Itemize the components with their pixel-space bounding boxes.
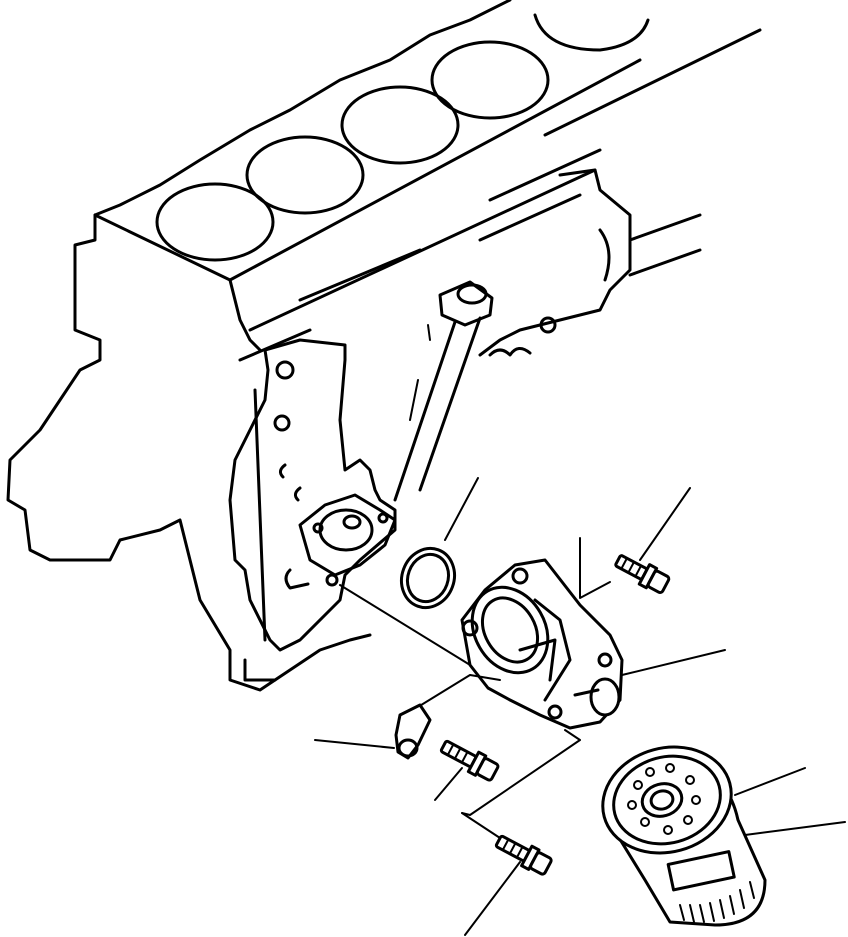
filter-head-detail <box>573 688 600 697</box>
leader-oil-filter-element <box>744 821 846 836</box>
cylinder-bore-1 <box>155 182 275 262</box>
filter-head <box>460 558 726 730</box>
mounting-pad <box>298 493 397 577</box>
elbow-fitting <box>314 703 432 760</box>
leader-oil-filter <box>734 767 806 796</box>
filter-head-nipple <box>589 677 621 717</box>
deck-line <box>543 28 762 137</box>
front-detail <box>278 463 287 479</box>
side-line <box>298 248 422 302</box>
pad-hole <box>377 512 389 524</box>
leader-bolt-middle <box>434 767 463 801</box>
filter-head-rib <box>533 598 572 702</box>
bolt-lower <box>464 834 553 936</box>
deck-edge <box>93 213 262 352</box>
cylinder-bore-3 <box>340 85 460 165</box>
oil-filter-top <box>601 745 733 855</box>
filter-head-port <box>480 596 540 664</box>
side-line <box>488 148 602 202</box>
leader-o-ring <box>444 477 479 541</box>
leader-bolt-lower <box>464 861 521 936</box>
filter-head-boss <box>461 619 479 637</box>
leader-elbow <box>314 739 395 749</box>
housing-line <box>628 213 702 242</box>
oil-filter-rim <box>612 754 722 846</box>
filter-head-boss <box>511 567 529 585</box>
filter-head-boss <box>597 652 613 668</box>
engine-block-outline <box>6 0 512 692</box>
pad-hole <box>312 522 324 534</box>
o-ring <box>400 477 479 610</box>
housing-line <box>628 248 702 277</box>
bolt-lower-alignment <box>461 729 581 816</box>
oil-filter-label <box>666 850 736 892</box>
right-housing <box>478 168 632 357</box>
housing-boss <box>488 347 532 357</box>
front-boss <box>273 414 291 432</box>
pad-hole <box>325 573 339 587</box>
side-line <box>478 193 582 242</box>
pad-port <box>318 508 374 552</box>
leader-filter-head <box>621 649 726 676</box>
cylinder-bore-5 <box>533 13 650 52</box>
front-detail <box>284 568 310 590</box>
bolt-upper <box>579 487 691 599</box>
cylinder-bore-2 <box>245 135 365 215</box>
oil-filter-grip <box>679 881 755 923</box>
dipstick-tube <box>393 280 494 502</box>
housing-curve <box>598 228 611 282</box>
oil-filter-center <box>640 782 684 818</box>
elbow-alignment <box>399 674 501 719</box>
housing-plug <box>539 316 557 334</box>
bolt-upper-alignment <box>579 537 611 599</box>
base-detail <box>243 658 277 682</box>
front-edge <box>253 388 267 642</box>
filter-head-boss <box>547 704 563 720</box>
leader-bolt-upper <box>639 487 691 561</box>
filter-head-face <box>470 585 550 675</box>
cylinder-bore-4 <box>430 40 550 120</box>
front-boss <box>275 360 295 380</box>
front-detail <box>293 486 302 502</box>
oil-filter-holes <box>627 763 701 835</box>
pad-port-inner <box>342 514 362 530</box>
side-line <box>238 328 312 362</box>
filter-head-rib <box>518 638 557 682</box>
bolt-lower-alignment <box>461 812 501 839</box>
deck-line <box>228 58 642 282</box>
oil-filter-thread <box>649 789 675 811</box>
engine-block <box>6 0 762 692</box>
side-line <box>248 168 597 332</box>
alignment-line <box>339 584 476 669</box>
oil-filter <box>601 745 846 927</box>
bolt-middle <box>434 739 500 801</box>
